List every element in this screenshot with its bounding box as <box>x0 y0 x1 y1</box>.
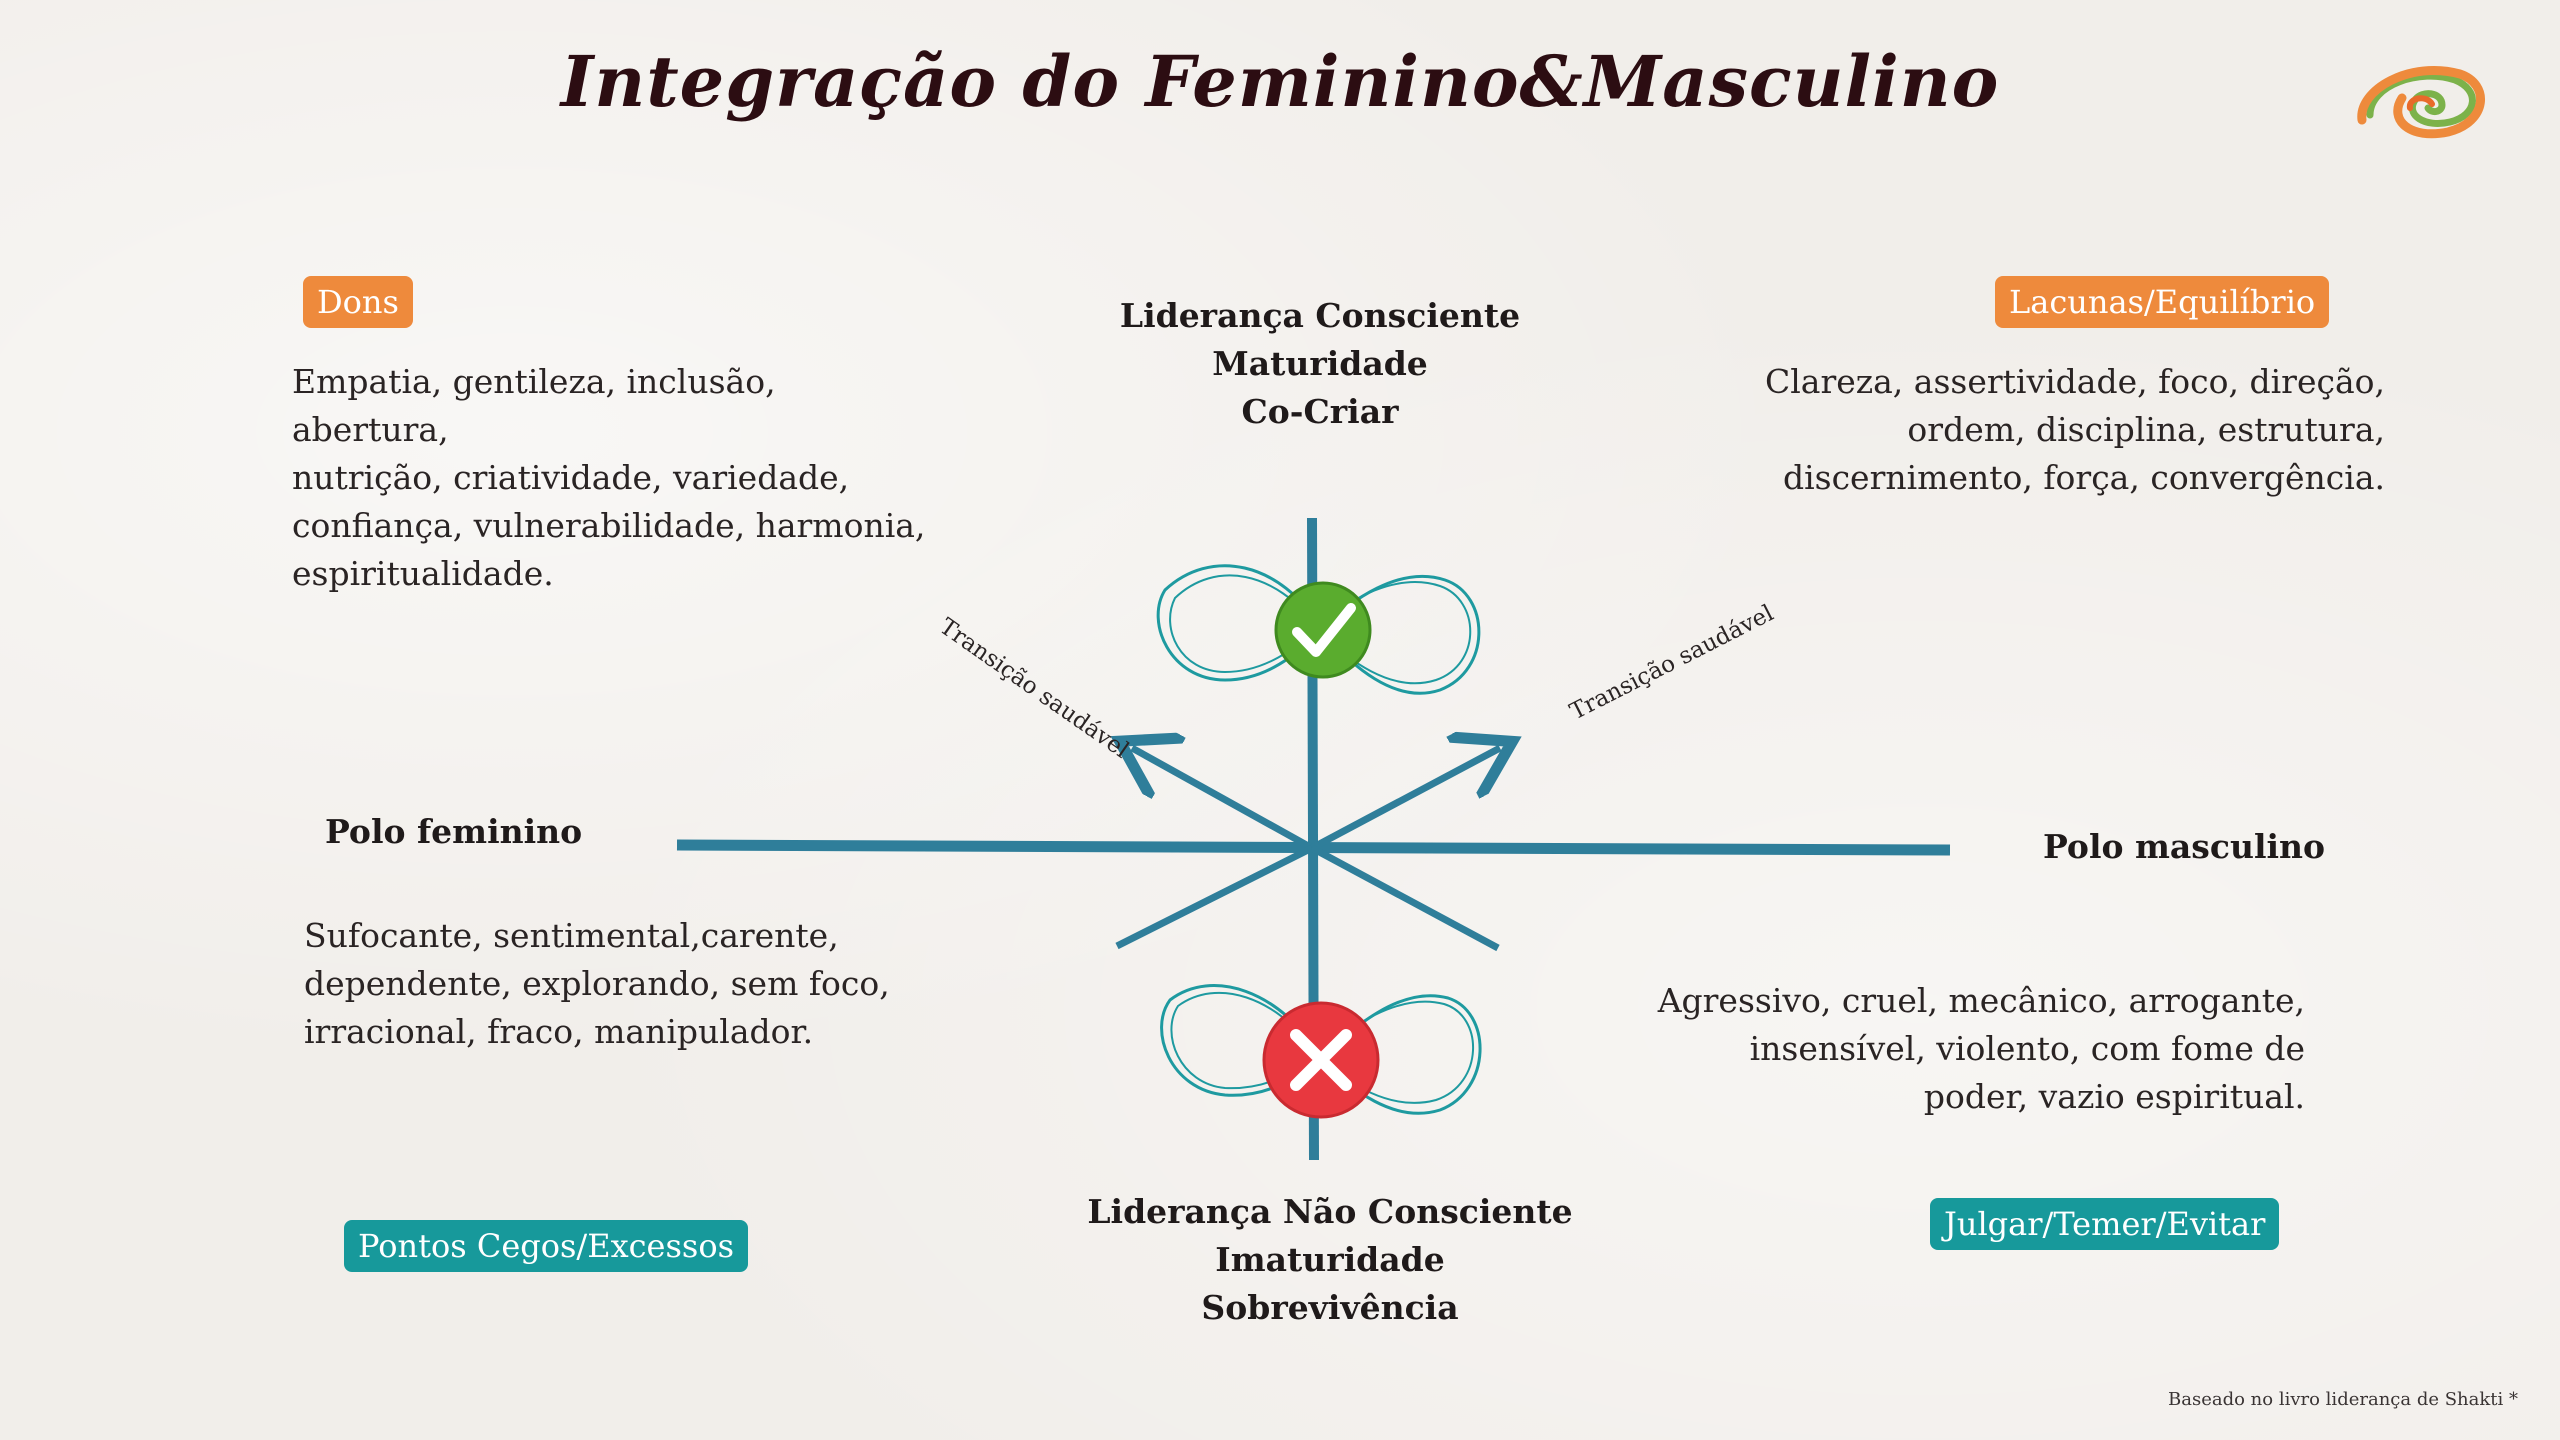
badge-pontos-cegos: Pontos Cegos/Excessos <box>344 1220 748 1272</box>
diagonal-right-arrow <box>1310 748 1500 852</box>
feminine-pole-text: Sufocante, sentimental,carente, dependen… <box>304 912 924 1056</box>
spiral-logo-icon <box>2357 65 2485 139</box>
text-line: insensível, violento, com fome de <box>1749 1029 2305 1068</box>
diagonal-left-arrow <box>1132 748 1314 852</box>
masculine-pole-text: Agressivo, cruel, mecânico, arrogante, i… <box>1640 977 2305 1121</box>
badge-dons: Dons <box>303 276 413 328</box>
text-line: nutrição, criatividade, variedade, <box>292 458 850 497</box>
gaps-text: Clareza, assertividade, foco, direção, o… <box>1700 358 2385 502</box>
text-line: espiritualidade. <box>292 554 554 593</box>
text-line: irracional, fraco, manipulador. <box>304 1012 814 1051</box>
footer-note: Baseado no livro liderança de Shakti * <box>2168 1389 2518 1410</box>
badge-lacunas-equilibrio: Lacunas/Equilíbrio <box>1995 276 2330 328</box>
text-line: Sobrevivência <box>1201 1288 1459 1327</box>
unconscious-leadership-label: Liderança Não Consciente Imaturidade Sob… <box>1030 1188 1630 1332</box>
text-line: Liderança Consciente <box>1119 296 1521 335</box>
transition-label-left: Transição saudável <box>935 614 1134 764</box>
text-line: Empatia, gentileza, inclusão, abertura, <box>292 362 776 449</box>
text-line: Maturidade <box>1212 344 1428 383</box>
transition-label-right: Transição saudável <box>1566 600 1778 725</box>
masculine-pole-label: Polo masculino <box>2043 827 2326 866</box>
text-line: Liderança Não Consciente <box>1087 1192 1573 1231</box>
text-line: Co-Criar <box>1241 392 1399 431</box>
diagonal-lower-right <box>1310 844 1500 952</box>
text-line: dependente, explorando, sem foco, <box>304 964 890 1003</box>
gifts-text: Empatia, gentileza, inclusão, abertura, … <box>292 358 932 598</box>
diagonal-lower-left <box>1115 844 1314 950</box>
x-icon <box>1262 1001 1380 1119</box>
badge-julgar-temer-evitar: Julgar/Temer/Evitar <box>1930 1198 2280 1250</box>
feminine-pole-label: Polo feminino <box>325 812 583 851</box>
check-icon <box>1274 581 1372 679</box>
text-line: Imaturidade <box>1215 1240 1445 1279</box>
text-line: discernimento, força, convergência. <box>1782 458 2385 497</box>
text-line: confiança, vulnerabilidade, harmonia, <box>292 506 926 545</box>
text-line: Sufocante, sentimental,carente, <box>304 916 839 955</box>
text-line: poder, vazio espiritual. <box>1923 1077 2305 1116</box>
page-title: Integração do Feminino&Masculino <box>560 40 2000 123</box>
text-line: Clareza, assertividade, foco, direção, <box>1764 362 2385 401</box>
text-line: Agressivo, cruel, mecânico, arrogante, <box>1657 981 2305 1020</box>
conscious-leadership-label: Liderança Consciente Maturidade Co-Criar <box>1070 292 1570 436</box>
text-line: ordem, disciplina, estrutura, <box>1907 410 2385 449</box>
